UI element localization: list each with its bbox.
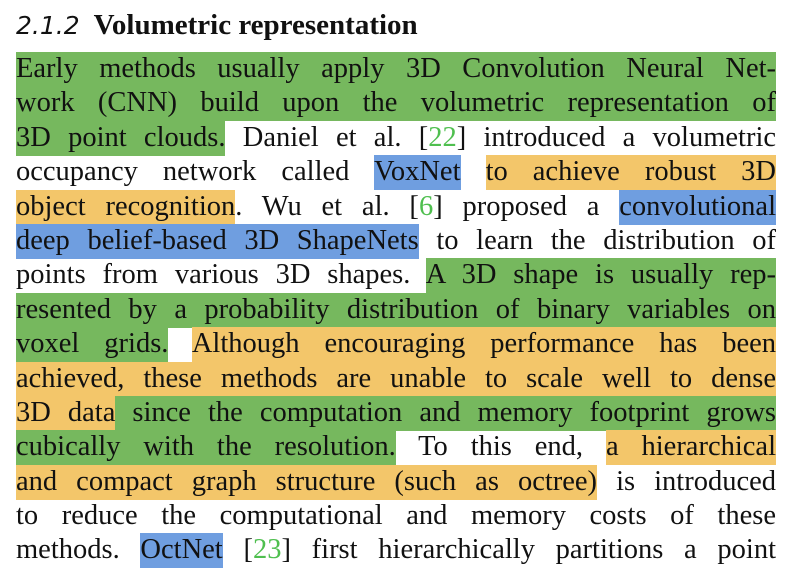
highlight-green: Early methods usually apply 3D Convoluti… xyxy=(16,52,776,87)
text-span: [ xyxy=(222,534,253,566)
highlight-orange: a hierarchical xyxy=(605,430,776,466)
highlight-orange: 3D data xyxy=(16,395,116,431)
highlight-green: 3D point clouds. xyxy=(16,120,226,156)
highlight-blue: deep belief-based 3D ShapeNets xyxy=(16,223,419,259)
text-line: to reduce the computational and memory c… xyxy=(16,499,776,533)
body-paragraph: Early methods usually apply 3D Convoluti… xyxy=(16,52,777,569)
text-line: and compact graph structure (such as oct… xyxy=(16,464,776,500)
text-line: methods. OctNet [23] first hierarchicall… xyxy=(16,533,776,569)
text-span: Daniel et al. [ xyxy=(225,121,429,153)
text-span: ] introduced a volumetric xyxy=(456,121,777,153)
text-line: resented by a probability distribution o… xyxy=(16,292,776,328)
highlight-orange: achieved, these methods are unable to sc… xyxy=(16,361,776,397)
text-span: occupancy network called xyxy=(16,156,374,188)
highlight-green: cubically with the resolution. xyxy=(16,430,396,466)
text-line: 3D point clouds. Daniel et al. [22] intr… xyxy=(16,120,777,156)
text-span: to learn the distribution of xyxy=(418,224,777,256)
text-span: . Wu et al. [ xyxy=(235,190,419,222)
highlight-green: A 3D shape is usually rep- xyxy=(425,258,777,294)
section-title: Volumetric representation xyxy=(93,8,418,41)
text-span: to reduce the computational and memory c… xyxy=(16,500,776,532)
highlight-green: work (CNN) build upon the volumetric rep… xyxy=(16,86,776,122)
highlight-green: since the computation and memory footpri… xyxy=(115,395,776,431)
text-span: points from various 3D shapes. xyxy=(16,259,426,291)
highlight-orange: object recognition xyxy=(16,189,236,225)
highlight-orange: Although encouraging performance has bee… xyxy=(191,327,776,363)
highlight-orange: and compact graph structure (such as oct… xyxy=(16,464,598,500)
text-line: deep belief-based 3D ShapeNets to learn … xyxy=(16,223,777,259)
text-span xyxy=(168,327,191,362)
text-line: points from various 3D shapes. A 3D shap… xyxy=(16,258,777,294)
text-line: cubically with the resolution. To this e… xyxy=(16,430,776,466)
text-line: Early methods usually apply 3D Convoluti… xyxy=(16,52,776,87)
text-span: is introduced xyxy=(597,465,776,497)
text-span: ] proposed a xyxy=(433,190,620,222)
text-span: methods. xyxy=(16,534,141,566)
section-heading: 2.1.2 Volumetric representation xyxy=(16,6,418,44)
text-line: 3D data since the computation and memory… xyxy=(16,395,776,431)
highlight-blue: OctNet xyxy=(140,533,223,569)
text-span xyxy=(461,155,486,190)
highlight-blue: convolutional xyxy=(619,189,777,225)
text-line: object recognition. Wu et al. [6] propos… xyxy=(16,189,777,225)
citation-link[interactable]: 6 xyxy=(418,190,434,222)
text-line: work (CNN) build upon the volumetric rep… xyxy=(16,86,776,122)
highlight-blue: VoxNet xyxy=(373,155,461,191)
text-line: voxel grids. Although encouraging perfor… xyxy=(16,327,776,363)
highlight-green: resented by a probability distribution o… xyxy=(16,292,776,328)
text-span: To this end, xyxy=(395,431,606,463)
citation-link[interactable]: 23 xyxy=(252,534,282,566)
section-number: 2.1.2 xyxy=(16,10,80,40)
highlight-green: voxel grids. xyxy=(16,327,169,363)
citation-link[interactable]: 22 xyxy=(428,121,457,153)
text-line: achieved, these methods are unable to sc… xyxy=(16,361,776,397)
text-span: ] first hierarchically partitions a poin… xyxy=(281,534,776,566)
text-line: occupancy network called VoxNet to achie… xyxy=(16,155,776,191)
highlight-orange: to achieve robust 3D xyxy=(485,155,776,191)
